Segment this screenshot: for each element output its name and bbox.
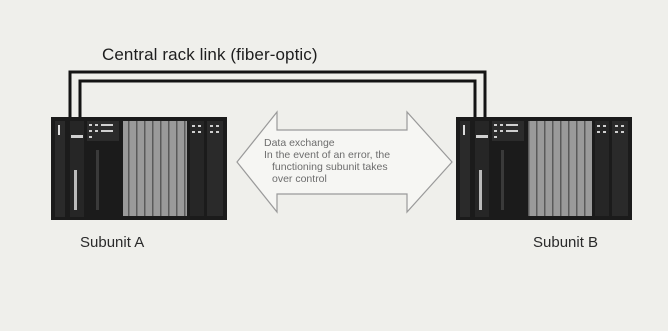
subunit-b-label: Subunit B bbox=[533, 234, 599, 251]
double-arrow-icon bbox=[236, 110, 453, 214]
exchange-line-4: over control bbox=[272, 173, 327, 185]
link-label: Central rack link (fiber-optic) bbox=[102, 45, 318, 64]
rack-subunit-a bbox=[51, 117, 227, 220]
data-exchange-text: Data exchange In the event of an error, … bbox=[264, 137, 390, 185]
rack-subunit-b bbox=[456, 117, 632, 220]
exchange-line-3: functioning subunit takes bbox=[272, 161, 388, 173]
exchange-line-1: Data exchange bbox=[264, 137, 335, 149]
subunit-a-label: Subunit A bbox=[80, 234, 145, 251]
fiber-optic-cable bbox=[68, 70, 487, 118]
exchange-line-2: In the event of an error, the bbox=[264, 149, 391, 161]
